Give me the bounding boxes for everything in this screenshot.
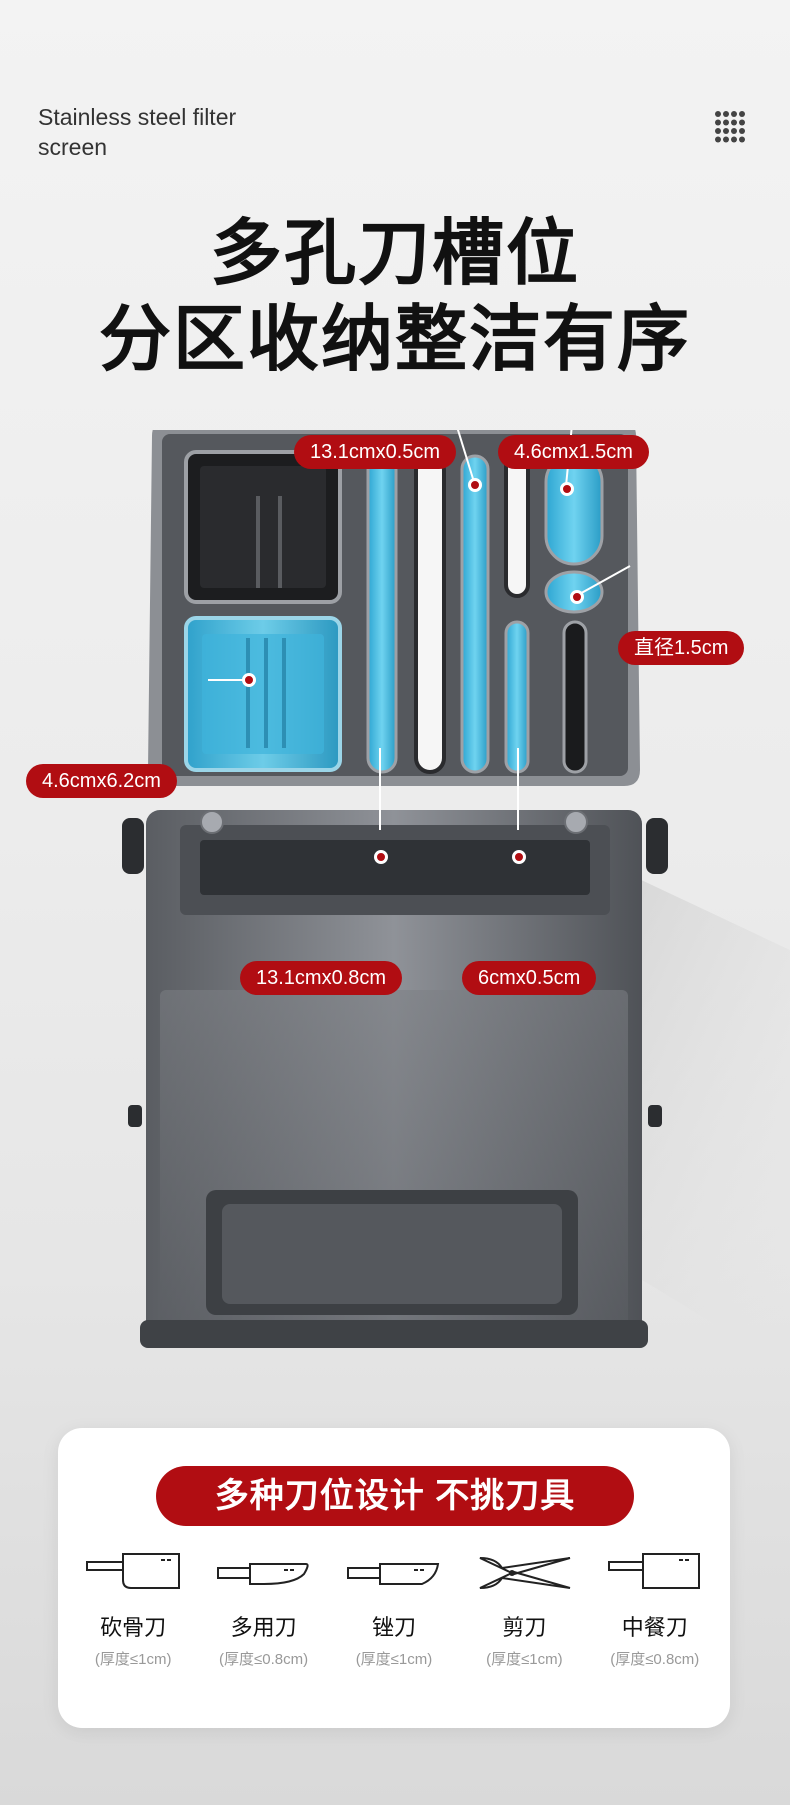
knife-item-chopping: 砍骨刀 (厚度≤1cm)	[73, 1548, 193, 1669]
knife-name: 剪刀	[502, 1615, 547, 1640]
knife-item-scissors: 剪刀 (厚度≤1cm)	[464, 1548, 584, 1669]
callout-box-large: 4.6cmx6.2cm	[26, 764, 177, 798]
knife-thickness: (厚度≤1cm)	[355, 1651, 433, 1668]
callout-slot-oval: 4.6cmx1.5cm	[498, 435, 649, 469]
knife-name: 中餐刀	[621, 1615, 688, 1640]
knife-thickness: (厚度≤1cm)	[486, 1651, 563, 1668]
callout-dot-box-large	[242, 673, 256, 687]
callout-dot-slot-long-thin	[468, 478, 482, 492]
knife-item-chinese: 中餐刀 (厚度≤0.8cm)	[595, 1548, 715, 1669]
knife-thickness: (厚度≤1cm)	[94, 1651, 172, 1668]
callout-dot-slot-long-wide	[374, 850, 388, 864]
knife-types-card: 多种刀位设计 不挑刀具 砍骨刀 (厚度≤1cm) 多用刀 (厚度≤0.8cm)	[58, 1428, 730, 1728]
callout-dot-slot-short	[512, 850, 526, 864]
dots-grid-icon	[715, 111, 745, 143]
knife-list: 砍骨刀 (厚度≤1cm) 多用刀 (厚度≤0.8cm) 锉刀 (厚度≤1cm)	[58, 1548, 730, 1669]
callout-round-hole: 直径1.5cm	[618, 631, 745, 665]
slicing-knife-icon	[346, 1563, 440, 1585]
scissors-icon	[479, 1557, 571, 1589]
knife-thickness: (厚度≤0.8cm)	[219, 1651, 309, 1668]
utility-knife-icon	[216, 1563, 309, 1585]
chopping-cleaver-icon	[86, 1553, 181, 1589]
callout-slot-long-wide: 13.1cmx0.8cm	[240, 961, 403, 995]
headline-line-2: 分区收纳整洁有序	[98, 300, 691, 380]
knife-item-slicing: 锉刀 (厚度≤1cm)	[334, 1548, 454, 1669]
callout-dot-round-hole	[570, 590, 584, 604]
feature-banner: 多种刀位设计 不挑刀具	[156, 1466, 634, 1526]
knife-name: 砍骨刀	[100, 1615, 167, 1640]
knife-name: 锉刀	[371, 1615, 416, 1640]
subtitle: Stainless steel filter screen	[38, 104, 237, 160]
headline-line-1: 多孔刀槽位	[209, 214, 580, 294]
knife-block-illustration	[122, 430, 790, 1370]
knife-name: 多用刀	[230, 1615, 297, 1640]
knife-item-utility: 多用刀 (厚度≤0.8cm)	[204, 1548, 324, 1669]
knife-thickness: (厚度≤0.8cm)	[610, 1651, 700, 1668]
callout-dot-slot-oval	[560, 482, 574, 496]
callout-slot-long-thin: 13.1cmx0.5cm	[294, 435, 457, 469]
chinese-cleaver-icon	[607, 1553, 700, 1589]
callout-slot-short: 6cmx0.5cm	[462, 961, 597, 995]
